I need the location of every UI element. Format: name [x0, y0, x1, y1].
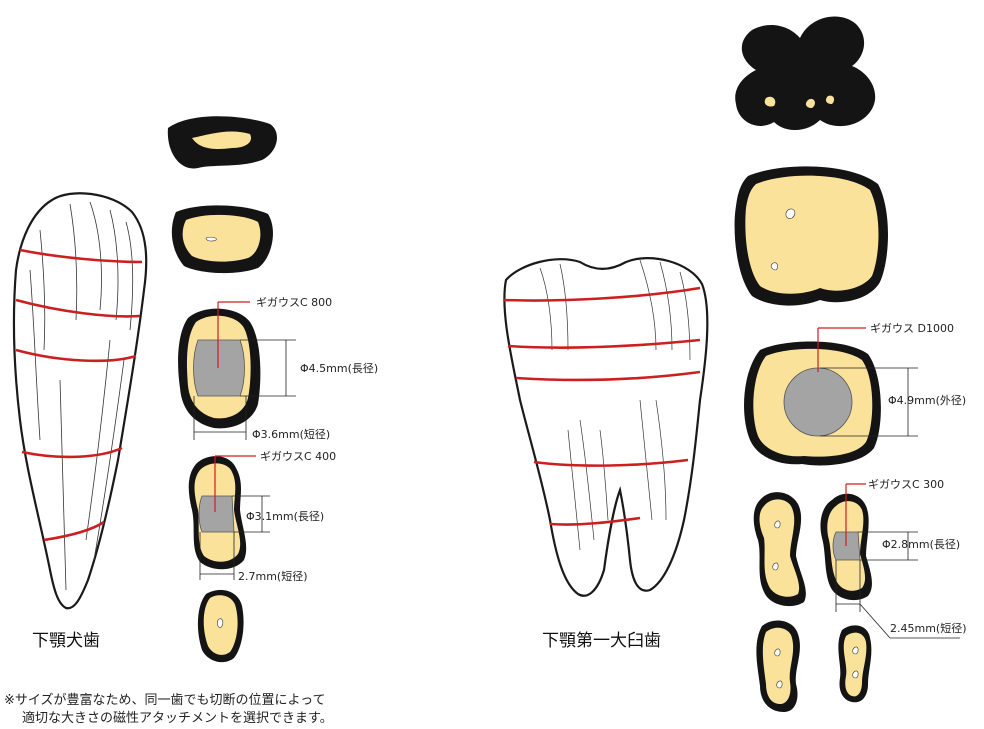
- dimension-3-1mm-long: Φ3.1mm(長径): [246, 510, 324, 523]
- canine-section-3: [178, 302, 260, 428]
- canine-section-2: [172, 205, 273, 273]
- molar-section-5-right-root: [838, 625, 871, 702]
- molar-section-5-left-root: [756, 620, 800, 712]
- note-line-1: ※サイズが豊富なため、同一歯でも切断の位置によって: [4, 692, 325, 708]
- dimension-2-8mm-long: Φ2.8mm(長径): [882, 538, 960, 551]
- molar-section-1: [735, 16, 875, 130]
- molar-section-3: [744, 328, 881, 465]
- magnet-c400-label: ギガウスC 400: [260, 450, 336, 463]
- canine-section-5: [198, 590, 244, 662]
- dimension-3-6mm-short: Φ3.6mm(短径): [252, 427, 330, 441]
- dimension-4-9mm-outer: Φ4.9mm(外径): [888, 394, 966, 407]
- molar-section-4-left-root: [754, 492, 806, 606]
- molar-tooth-name: 下顎第一大臼歯: [542, 631, 661, 651]
- dimension-2-7mm-short: 2.7mm(短径): [238, 569, 308, 583]
- molar-section-2: [735, 166, 888, 305]
- dimension-4-5mm-long: Φ4.5mm(長径): [300, 362, 378, 375]
- magnet-d1000-label: ギガウス D1000: [870, 322, 954, 335]
- molar-section-4-right-root: [820, 484, 871, 600]
- canine-section-1: [168, 116, 277, 168]
- note-line-2: 適切な大きさの磁性アタッチメントを選択できます。: [22, 710, 333, 726]
- molar-tooth-illustration: [504, 258, 707, 596]
- dimension-2-45mm-short: 2.45mm(短径): [890, 621, 967, 635]
- magnet-c300-label: ギガウスC 300: [868, 478, 944, 491]
- canine-tooth-illustration: [14, 193, 146, 608]
- magnet-c800-label: ギガウスC 800: [256, 296, 332, 309]
- canine-tooth-name: 下顎犬歯: [32, 631, 100, 651]
